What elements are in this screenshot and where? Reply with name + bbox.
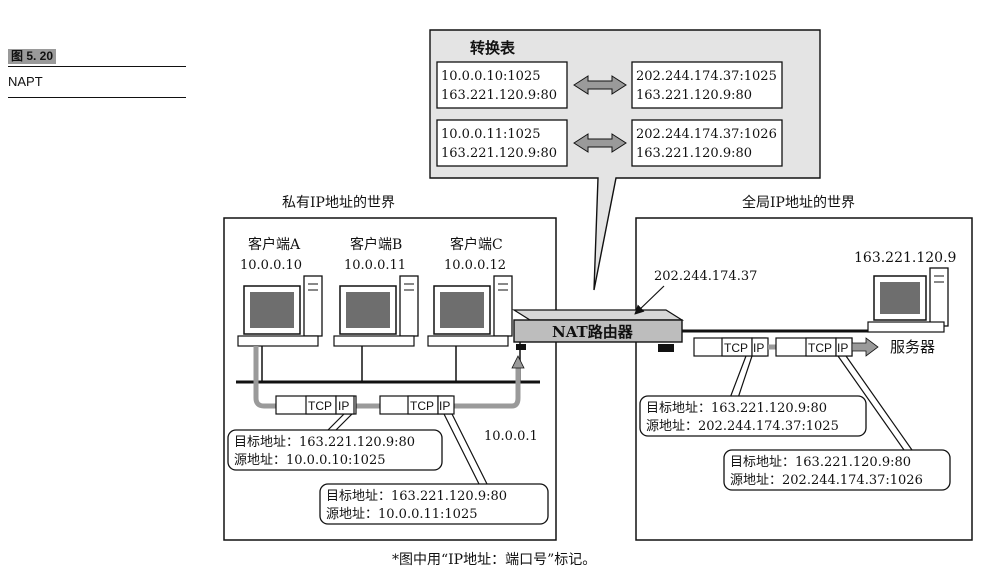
- monitor-screen: [346, 292, 390, 328]
- packet-tcp-label: TCP: [308, 399, 332, 413]
- server: 163.221.120.9 服务器: [854, 250, 956, 356]
- packet-tcp-label: TCP: [808, 341, 832, 355]
- table-row-2-global-dst: 163.221.120.9:80: [636, 146, 752, 161]
- global-packet-2: TCP IP: [775, 337, 853, 357]
- private-callout-2-src: 源地址：10.0.0.11:1025: [326, 507, 478, 522]
- figure-title-rule-top: [8, 66, 186, 67]
- tower-icon: [929, 267, 949, 327]
- client-a-name: 客户端A: [248, 236, 301, 253]
- client-b-name: 客户端B: [350, 236, 402, 253]
- packet-ip-label: IP: [753, 341, 764, 355]
- keyboard-icon: [333, 335, 415, 347]
- global-callout-1: [639, 395, 867, 437]
- private-callout-1-dst: 目标地址：163.221.120.9:80: [234, 435, 415, 450]
- monitor-screen: [250, 292, 294, 328]
- private-callout-2: [319, 483, 549, 525]
- private-callout-2-dst: 目标地址：163.221.120.9:80: [326, 489, 507, 504]
- router-outer-ip: 202.244.174.37: [654, 269, 757, 284]
- client-c-name: 客户端C: [450, 236, 503, 253]
- footnote: *图中用“IP地址：端口号”标记。: [392, 552, 596, 568]
- table-row-2-private-dst: 163.221.120.9:80: [441, 146, 557, 161]
- table-row-2-double-arrow: [573, 133, 627, 153]
- client-b-ip: 10.0.0.11: [344, 258, 406, 273]
- keyboard-icon: [867, 321, 945, 333]
- table-row-2-global-box: [631, 119, 783, 167]
- packet-ip-label: IP: [837, 341, 848, 355]
- private-callout-1-src: 源地址：10.0.0.10:1025: [234, 453, 386, 468]
- private-packet-1: TCP IP: [275, 395, 357, 415]
- monitor-screen: [440, 292, 484, 328]
- client-b: 客户端B 10.0.0.11: [333, 236, 419, 347]
- packet-tcp-label: TCP: [724, 341, 748, 355]
- table-row-1-global-ip: 202.244.174.37:1025: [636, 69, 777, 84]
- global-packet-arrow: [851, 337, 879, 357]
- tower-icon: [303, 275, 323, 337]
- keyboard-icon: [427, 335, 509, 347]
- table-row-1-private-box: [436, 61, 568, 109]
- table-row-1-global-dst: 163.221.120.9:80: [636, 88, 752, 103]
- client-a-ip: 10.0.0.10: [240, 258, 302, 273]
- figure-title: NAPT: [8, 74, 43, 89]
- global-callout-1-src: 源地址：202.244.174.37:1025: [646, 419, 839, 434]
- table-row-2-private-ip: 10.0.0.11:1025: [441, 127, 541, 142]
- packet-ip-label: IP: [439, 399, 450, 413]
- nat-router-label: NAT路由器: [552, 323, 634, 341]
- table-row-2-private-box: [436, 119, 568, 167]
- figure-title-rule-bottom: [8, 97, 186, 98]
- figure-number-label: 图 5. 20: [8, 49, 57, 64]
- global-world-title: 全局IP地址的世界: [742, 194, 855, 211]
- table-row-1-global-box: [631, 61, 783, 109]
- global-world-frame: [635, 217, 973, 541]
- private-world-title: 私有IP地址的世界: [282, 195, 395, 211]
- tower-icon: [493, 275, 513, 337]
- packet-ip-label: IP: [338, 399, 349, 413]
- server-label: 服务器: [890, 338, 935, 356]
- global-callout-2: [723, 449, 951, 491]
- table-row-1-double-arrow: [573, 75, 627, 95]
- conversion-table-panel: 转换表 10.0.0.10:1025 163.221.120.9:80 202.…: [429, 29, 821, 291]
- private-callout-1: [227, 429, 443, 471]
- packet-tcp-label: TCP: [410, 399, 434, 413]
- global-packet-1: TCP IP: [693, 337, 769, 357]
- client-a: 客户端A 10.0.0.10: [237, 236, 323, 347]
- table-row-1-private-ip: 10.0.0.10:1025: [441, 69, 541, 84]
- private-packet-2: TCP IP: [379, 395, 455, 415]
- table-row-2-global-ip: 202.244.174.37:1026: [636, 127, 777, 142]
- keyboard-icon: [237, 335, 319, 347]
- router-inner-ip: 10.0.0.1: [484, 429, 538, 444]
- router-port: [516, 344, 526, 350]
- monitor-screen: [880, 282, 920, 314]
- router-port: [658, 344, 674, 352]
- table-row-1-private-dst: 163.221.120.9:80: [441, 88, 557, 103]
- client-c: 客户端C 10.0.0.12: [427, 236, 513, 347]
- client-c-ip: 10.0.0.12: [444, 258, 506, 273]
- global-callout-1-dst: 目标地址：163.221.120.9:80: [646, 401, 827, 416]
- tower-icon: [399, 275, 419, 337]
- global-callout-2-dst: 目标地址：163.221.120.9:80: [730, 455, 911, 470]
- global-callout-2-src: 源地址：202.244.174.37:1026: [730, 473, 923, 488]
- server-ip: 163.221.120.9: [854, 250, 956, 266]
- conversion-table-title: 转换表: [470, 39, 516, 57]
